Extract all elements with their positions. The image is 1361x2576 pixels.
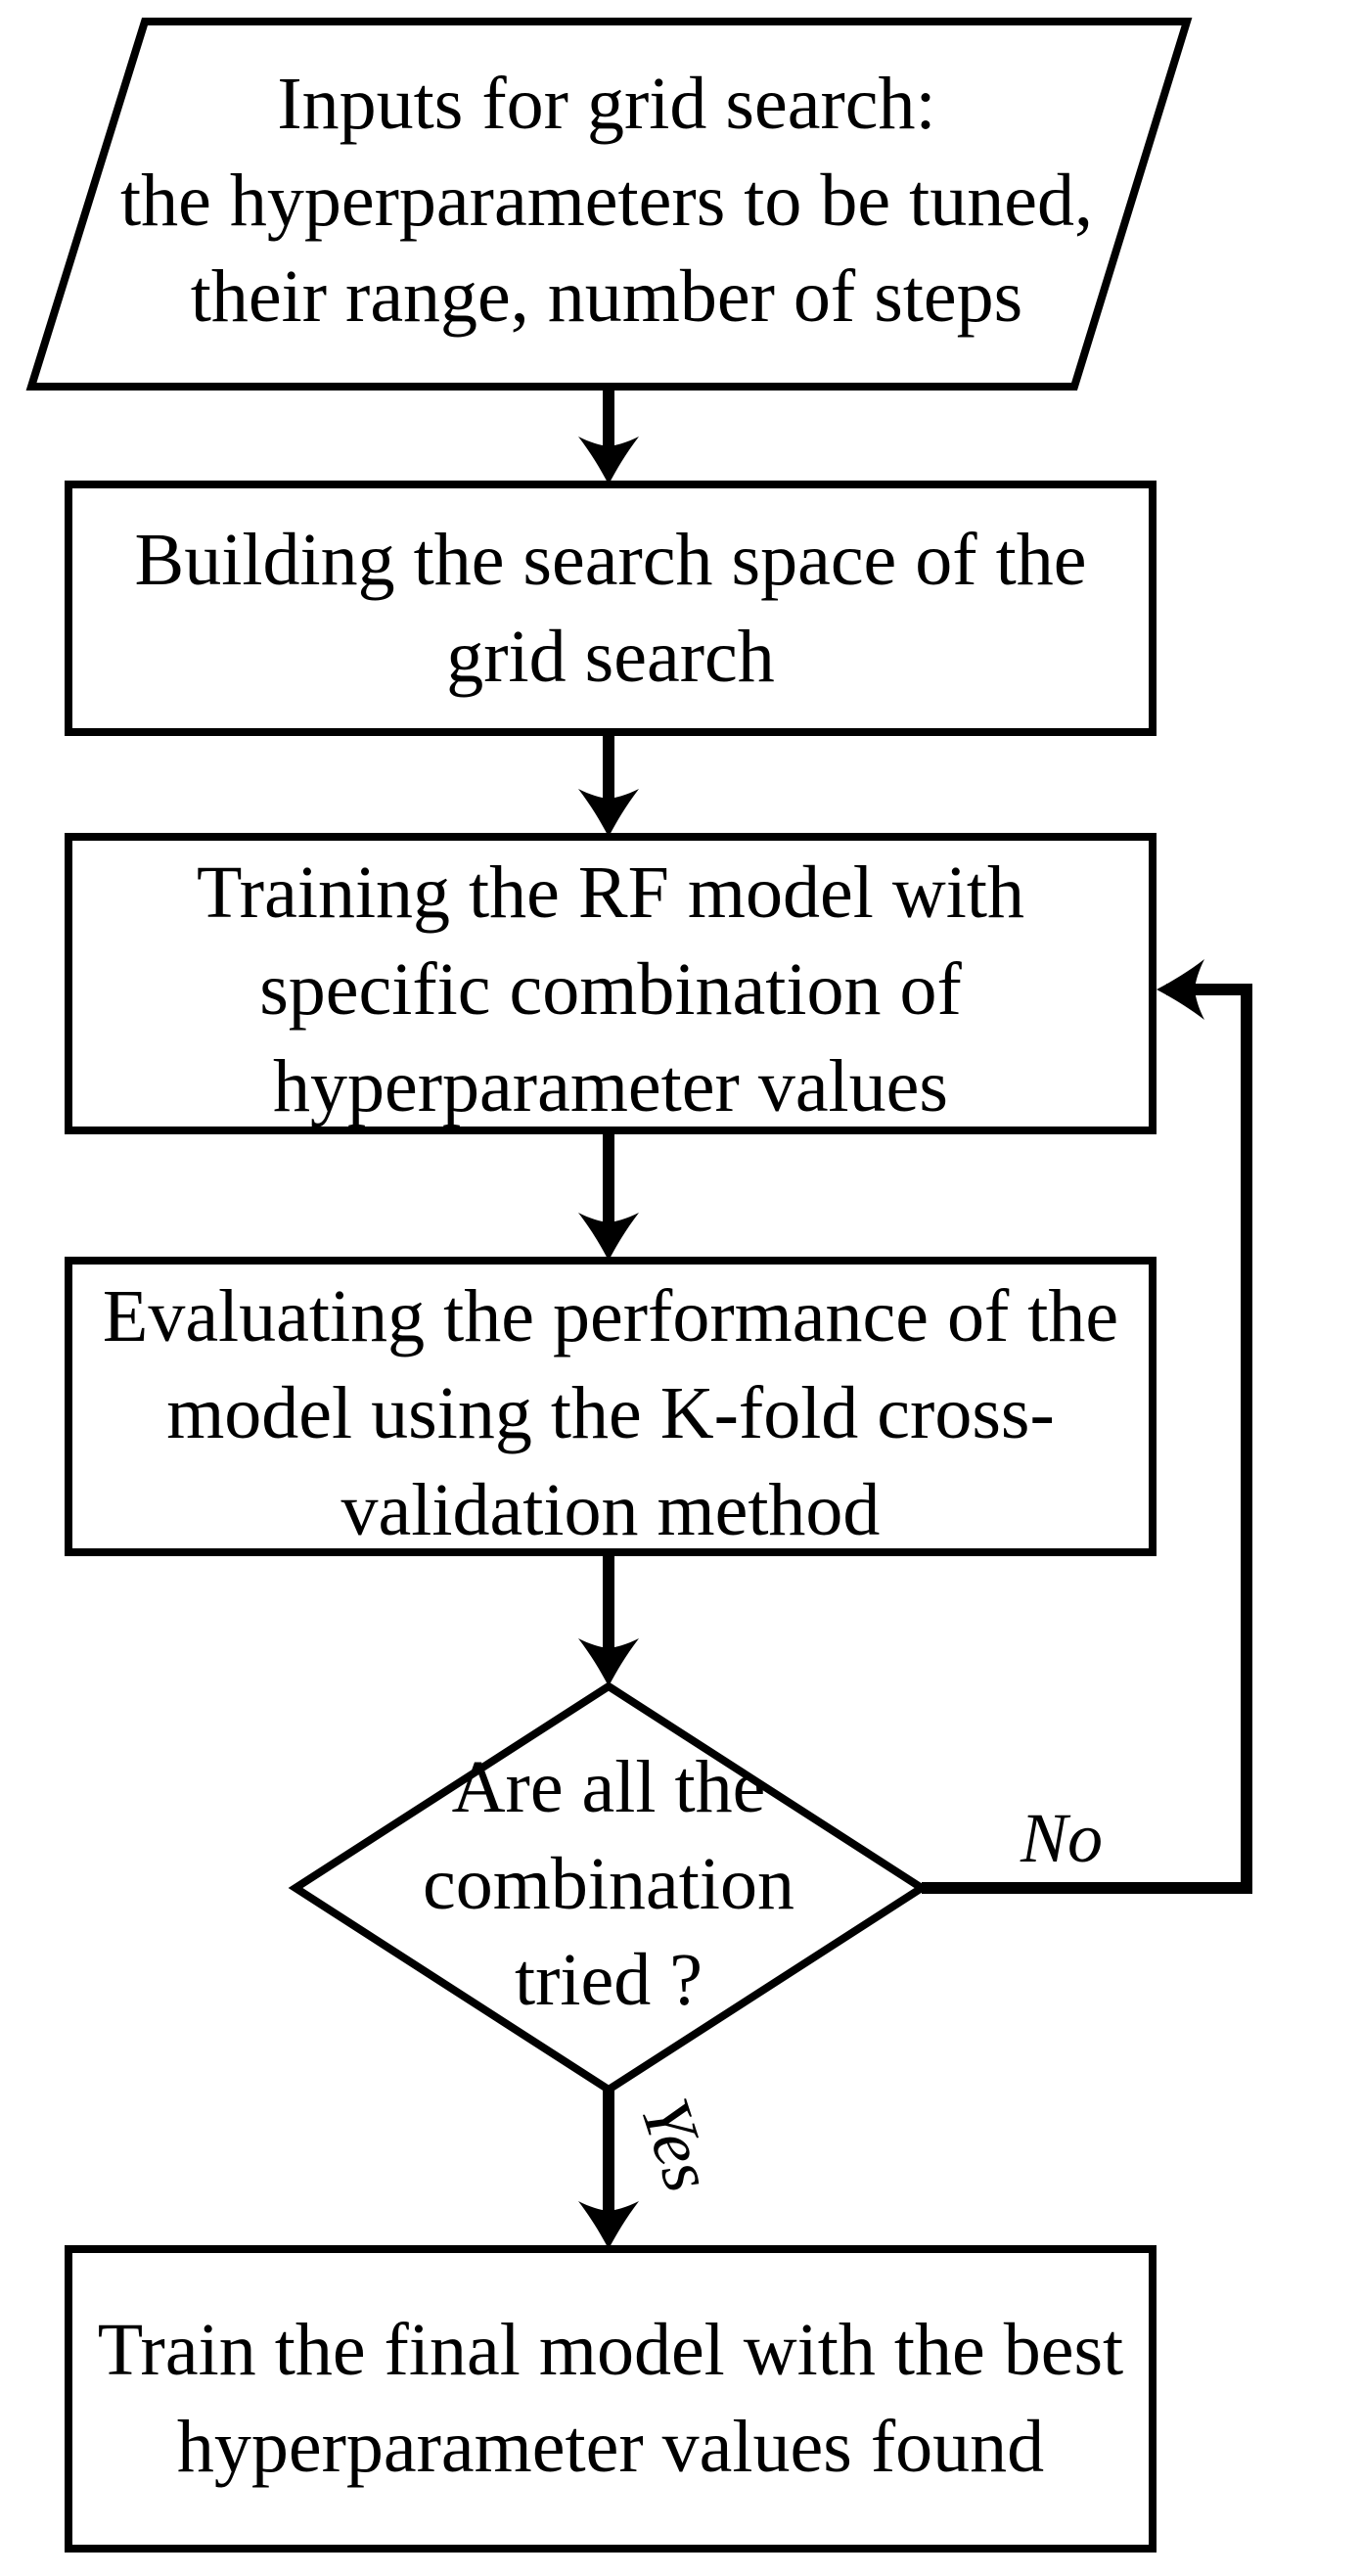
- final-box: [65, 2245, 1157, 2553]
- final-node-label: Train the final model with the best hype…: [97, 2309, 1124, 2488]
- no-loop-connector: [922, 984, 1252, 1894]
- decision-diamond: [288, 1681, 930, 2094]
- train-box: [65, 833, 1157, 1134]
- train-node-label: Training the RF model with specific comb…: [197, 851, 1024, 1127]
- build-node-label: Building the search space of the grid se…: [134, 518, 1087, 698]
- evaluate-node-label: Evaluating the performance of the model …: [102, 1275, 1119, 1551]
- no-edge-label: No: [1020, 1798, 1104, 1877]
- decision-node-label: Are all the combination tried ?: [423, 1745, 794, 2022]
- input-parallelogram: [25, 18, 1193, 391]
- input-node-label: Inputs for grid search: the hyperparamet…: [120, 62, 1093, 339]
- evaluate-box: [65, 1257, 1157, 1556]
- build-box: [65, 481, 1157, 736]
